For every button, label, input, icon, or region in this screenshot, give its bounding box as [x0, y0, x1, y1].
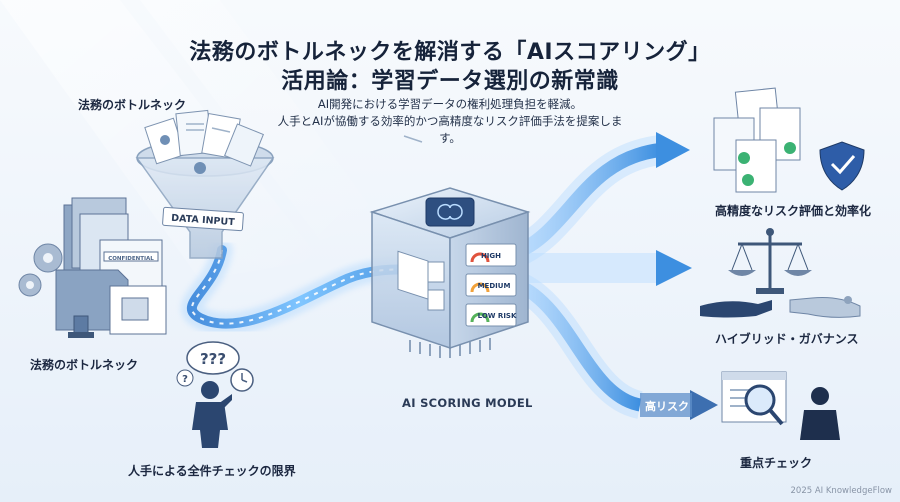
- arrow-head-top: [656, 132, 690, 168]
- verified-documents-icon: [713, 87, 865, 193]
- svg-text:?: ?: [182, 374, 188, 385]
- scales-of-justice-icon: [728, 228, 812, 294]
- data-stream: [181, 239, 421, 335]
- funnel-label: DATA INPUT: [171, 213, 236, 228]
- ai-scoring-model: [369, 135, 531, 358]
- risk-level-low: LOW RISK: [478, 312, 517, 320]
- svg-text:???: ???: [200, 350, 226, 368]
- page-title-line2: 活用論：学習データ選別の新常識: [281, 69, 619, 94]
- model-label: AI SCORING MODEL: [402, 396, 533, 410]
- footer-credit: 2025 AI KnowledgeFlow: [790, 486, 893, 496]
- arrow-head-middle: [656, 250, 692, 286]
- manual-check-caption: 人手による全件チェックの限界: [128, 464, 296, 478]
- risk-level-medium: MEDIUM: [478, 282, 511, 290]
- output-caption-hybrid: ハイブリッド・ガバナンス: [715, 332, 859, 346]
- overwhelmed-person: ??? ?: [176, 341, 254, 448]
- page-title-line1: 法務のボトルネックを解消する「AIスコアリング」: [189, 40, 711, 65]
- subtitle-line1: AI開発における学習データの権利処理負担を軽減。: [317, 97, 583, 111]
- subtitle-line2: 人手とAIが協働する効率的かつ高精度なリスク評価手法を提案します。: [277, 114, 623, 145]
- output-arrows: [504, 132, 718, 420]
- arrow-head-high-risk: [690, 390, 718, 420]
- output-caption-accuracy: 高精度なリスク評価と効率化: [715, 204, 872, 218]
- magnifier-icon: [744, 384, 776, 416]
- document-stack: [18, 197, 167, 338]
- shield-check-icon: [819, 141, 865, 191]
- data-funnel: [135, 109, 275, 259]
- risk-level-high: HIGH: [481, 252, 501, 260]
- document-stack-caption: 法務のボトルネック: [30, 358, 139, 372]
- human-robot-handshake-icon: [700, 296, 861, 318]
- brain-chip-icon: [425, 197, 475, 227]
- focused-review-icon: [721, 371, 840, 440]
- funnel-heading: 法務のボトルネック: [78, 98, 187, 112]
- high-risk-label: 高リスク: [645, 400, 689, 413]
- output-caption-focused-check: 重点チェック: [740, 456, 813, 470]
- document-tag: CONFIDENTIAL: [108, 256, 154, 262]
